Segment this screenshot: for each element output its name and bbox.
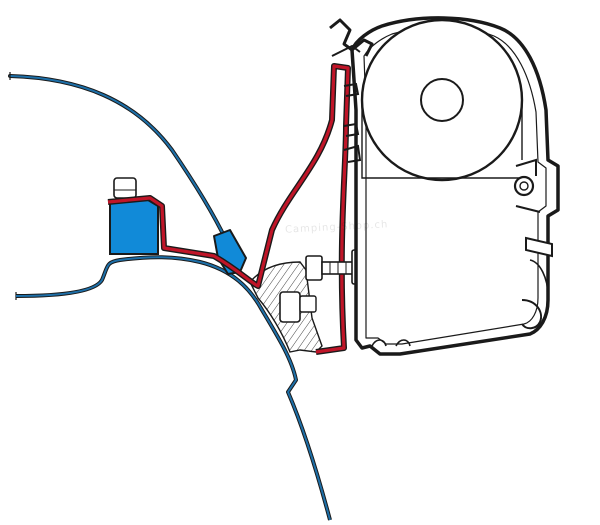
fabric-roll-icon (360, 18, 524, 182)
roof-rail-block-icon (109, 177, 159, 255)
vehicle-body-panel-icon (8, 72, 332, 521)
lower-bolt-icon (279, 291, 317, 323)
adapter-profile-icon (107, 63, 351, 355)
